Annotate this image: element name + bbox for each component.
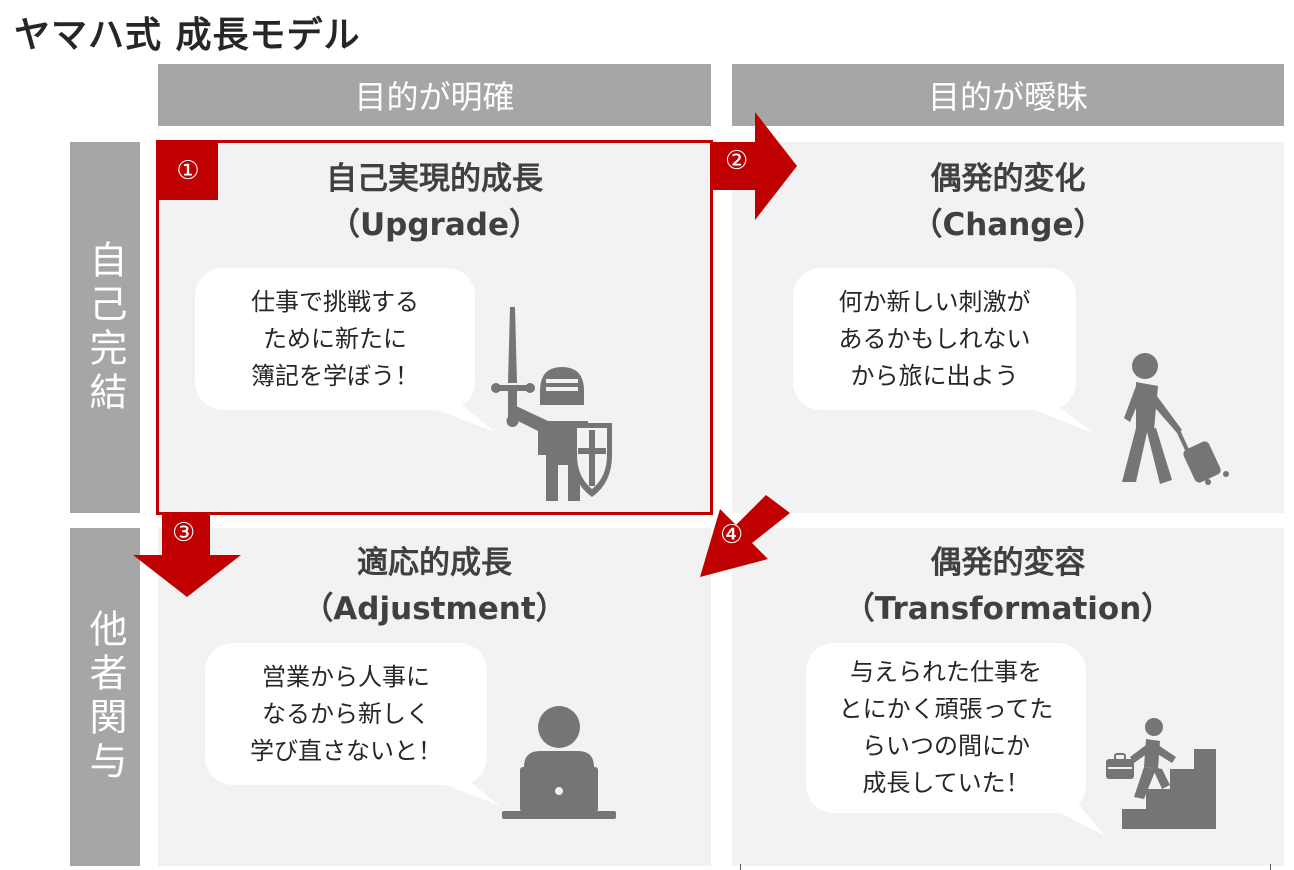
quadrant-4-title-ja: 偶発的変容 (930, 545, 1086, 581)
quadrant-4-title-en: （Transformation） (843, 591, 1173, 627)
badge-2: ② (725, 146, 749, 176)
column-header-vague: 目的が曖昧 (732, 64, 1284, 126)
knight-icon (491, 307, 612, 501)
bubble-3: 営業から人事に なるから新しく 学び直さないと！ (205, 643, 487, 785)
bubble-2: 何か新しい刺激が あるかもしれない から旅に出よう (793, 268, 1076, 410)
badge-1: ① (158, 142, 218, 200)
bubble-4-line: 与えられた仕事を (850, 658, 1042, 686)
badge-3: ③ (172, 518, 196, 548)
quadrant-1-title: 自己実現的成長 （Upgrade） (158, 156, 711, 248)
column-header-clear: 目的が明確 (158, 64, 711, 126)
bubble-4-line: らいつの間にか (862, 732, 1030, 760)
highlight-frame (156, 140, 713, 515)
arrow-4-diagonal (700, 495, 790, 577)
quadrant-1-title-ja: 自己実現的成長 (326, 161, 543, 197)
laptop-user-icon (502, 706, 616, 819)
arrow-2-right (713, 112, 797, 220)
stairs-climber-icon (1106, 718, 1216, 829)
row-header-others: 他者関与 (70, 528, 140, 866)
quadrant-3-title-ja: 適応的成長 (357, 545, 512, 581)
page-title: ヤマハ式 成長モデル (14, 15, 361, 56)
bubble-4: 与えられた仕事を とにかく頑張ってた らいつの間にか 成長していた！ (806, 643, 1086, 813)
bubble-1-line: 仕事で挑戦する (251, 287, 419, 316)
bubble-1-line: ために新たに (263, 324, 407, 353)
quadrant-4-title: 偶発的変容 （Transformation） (732, 540, 1284, 632)
bottom-tick-left (740, 864, 741, 870)
bubble-3-line: 営業から人事に (262, 662, 430, 691)
quadrant-1-title-en: （Upgrade） (329, 207, 540, 243)
bubble-4-line: 成長していた！ (862, 769, 1030, 797)
traveler-icon (1122, 353, 1229, 485)
bubble-4-line: とにかく頑張ってた (838, 695, 1054, 723)
bubble-1-line: 簿記を学ぼう！ (251, 361, 419, 390)
quadrant-3-title: 適応的成長 （Adjustment） (158, 540, 711, 632)
bubble-2-line: あるかもしれない (838, 324, 1031, 353)
quadrant-2-title-ja: 偶発的変化 (930, 161, 1086, 197)
bubble-3-line: 学び直さないと！ (250, 736, 442, 765)
bubble-2-line: 何か新しい刺激が (838, 287, 1031, 316)
quadrant-2-title-en: （Change） (911, 207, 1105, 243)
bubble-2-line: から旅に出よう (850, 361, 1019, 390)
bubble-1: 仕事で挑戦する ために新たに 簿記を学ぼう！ (195, 268, 475, 410)
row-header-self: 自己完結 (70, 142, 140, 513)
bubble-3-line: なるから新しく (262, 699, 430, 728)
badge-4: ④ (720, 520, 744, 550)
quadrant-2-title: 偶発的変化 （Change） (732, 156, 1284, 248)
bottom-tick-right (1270, 864, 1271, 870)
arrow-3-down (133, 513, 241, 597)
quadrant-3-title-en: （Adjustment） (302, 591, 567, 627)
